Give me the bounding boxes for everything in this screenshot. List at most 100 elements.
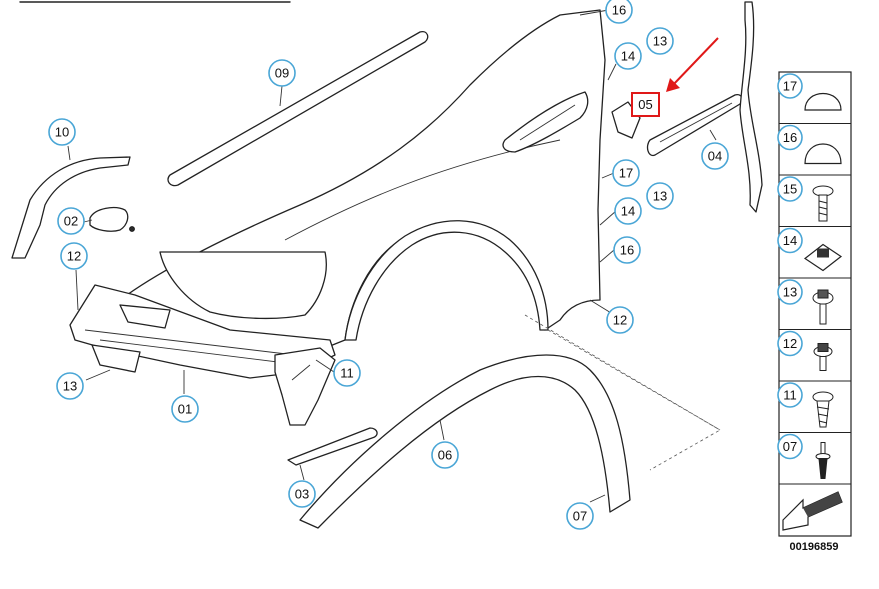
- callout-circle: [57, 207, 85, 235]
- callout-label: 04: [708, 149, 722, 164]
- legend-label: 13: [783, 285, 797, 300]
- legend-label: 17: [783, 79, 797, 94]
- callout-circle: [614, 42, 642, 70]
- reference-number: 00196859: [790, 541, 839, 553]
- callout-circle: [48, 118, 76, 146]
- trim-strip-illustration: [167, 31, 429, 187]
- callout-label: 13: [653, 34, 667, 49]
- callout-06-wheel-arch-trim: 06: [431, 441, 459, 469]
- legend-callout-circle: [777, 330, 803, 357]
- screw-icon: [812, 185, 834, 222]
- legend-callout-circle: [777, 433, 803, 460]
- callout-circle: [288, 480, 316, 508]
- callout-10-wheel-arch-liner: 10: [48, 118, 76, 146]
- callout-label: 16: [620, 243, 634, 258]
- callout-16-fender-mid: 16: [613, 236, 641, 264]
- legend-label: 07: [783, 439, 797, 454]
- callout-group: 16 13 14 09 10 02 12 17 13 14 16 04 12 13 01 11 06 03 07: [48, 0, 729, 530]
- callout-circle: [566, 502, 594, 530]
- callout-label: 16: [612, 3, 626, 18]
- legend-panel: 17 16 15 14 13 12 11 07: [777, 71, 852, 537]
- callout-03-trim-piece: 03: [288, 480, 316, 508]
- legend-callout-circle: [777, 382, 803, 408]
- speed-nut-icon: [803, 243, 843, 272]
- legend-label: 15: [783, 182, 797, 197]
- legend-callout-circle: [777, 279, 803, 305]
- washer-cap-illustration: [89, 207, 129, 232]
- callout-circle: [701, 142, 729, 170]
- callout-circle: [60, 242, 88, 270]
- callout-circle: [171, 395, 199, 423]
- callout-11-bracket-bolt: 11: [333, 359, 361, 387]
- collar-screw-icon: [812, 289, 834, 325]
- callout-circle: [56, 372, 84, 400]
- legend-label: 16: [783, 130, 797, 145]
- callout-label: 09: [275, 66, 289, 81]
- callout-circle: [333, 359, 361, 387]
- dome-nut-icon: [804, 143, 842, 165]
- callout-label: 12: [613, 313, 627, 328]
- callout-07-arch-clip: 07: [566, 502, 594, 530]
- callout-label: 06: [438, 448, 452, 463]
- callout-13-fender-mid: 13: [646, 182, 674, 210]
- highlight-arrow-head: [666, 78, 680, 92]
- legend-callout-circle: [777, 176, 803, 202]
- legend-row-13: 13: [777, 279, 851, 330]
- wheel-arch-trim-illustration: [299, 354, 631, 529]
- callout-14-fender-mid: 14: [614, 197, 642, 225]
- rivet-icon: [815, 442, 831, 479]
- legend-row-15: 15: [777, 176, 851, 227]
- callout-13-lower-left: 13: [56, 372, 84, 400]
- legend-label: 12: [783, 336, 797, 351]
- callout-circle: [613, 236, 641, 264]
- cap-icon: [804, 93, 842, 111]
- legend-callout-circle: [777, 73, 803, 99]
- callout-14-fender-top-right: 14: [614, 42, 642, 70]
- washer-cap-pin: [129, 226, 135, 232]
- callout-label: 07: [573, 509, 587, 524]
- legend-row-12: 12: [777, 330, 851, 382]
- callout-17-fender-mid: 17: [612, 159, 640, 187]
- callout-label: 14: [621, 204, 635, 219]
- callout-circle: [268, 59, 296, 87]
- legend-row-17: 17: [777, 73, 851, 124]
- callout-label: 11: [340, 366, 354, 381]
- legend-row-14: 14: [777, 227, 851, 279]
- legend-callout-circle: [777, 227, 803, 254]
- callout-05-label: 05: [638, 97, 652, 112]
- plastic-screw-icon: [812, 391, 834, 428]
- callout-label: 14: [621, 49, 635, 64]
- side-grille-illustration: [646, 94, 743, 157]
- callout-circle: [614, 197, 642, 225]
- callout-label: 10: [55, 125, 69, 140]
- callout-circle: [605, 0, 633, 24]
- legend-arrow-cell: [782, 491, 843, 531]
- callout-09-trim-strip: 09: [268, 59, 296, 87]
- callout-04-side-grille: 04: [701, 142, 729, 170]
- callout-02-washer-cap: 02: [57, 207, 85, 235]
- callout-label: 12: [67, 249, 81, 264]
- legend-callout-circle: [777, 124, 803, 151]
- callout-circle: [431, 441, 459, 469]
- callout-16-fender-top-right: 16: [605, 0, 633, 24]
- callout-label: 13: [63, 379, 77, 394]
- callout-01-fender-bracket: 01: [171, 395, 199, 423]
- fender-illustration: [119, 9, 606, 361]
- callout-12-left-clip: 12: [60, 242, 88, 270]
- callout-label: 13: [653, 189, 667, 204]
- callout-05-highlight: 05: [631, 92, 660, 117]
- callout-12-arch-rear: 12: [606, 306, 634, 334]
- callout-circle: [646, 182, 674, 210]
- wheel-arch-liner-illustration: [11, 156, 131, 259]
- callout-circle: [646, 27, 674, 55]
- highlight-arrow-line: [671, 37, 719, 87]
- callout-circle: [612, 159, 640, 187]
- legend-row-07: 07: [777, 433, 851, 485]
- trim-piece-illustration: [287, 427, 378, 466]
- callout-label: 02: [64, 214, 78, 229]
- callout-13-fender-top-right: 13: [646, 27, 674, 55]
- legend-label: 14: [783, 233, 797, 248]
- fender-bracket-illustration: [69, 284, 336, 426]
- legend-row-11: 11: [777, 382, 851, 433]
